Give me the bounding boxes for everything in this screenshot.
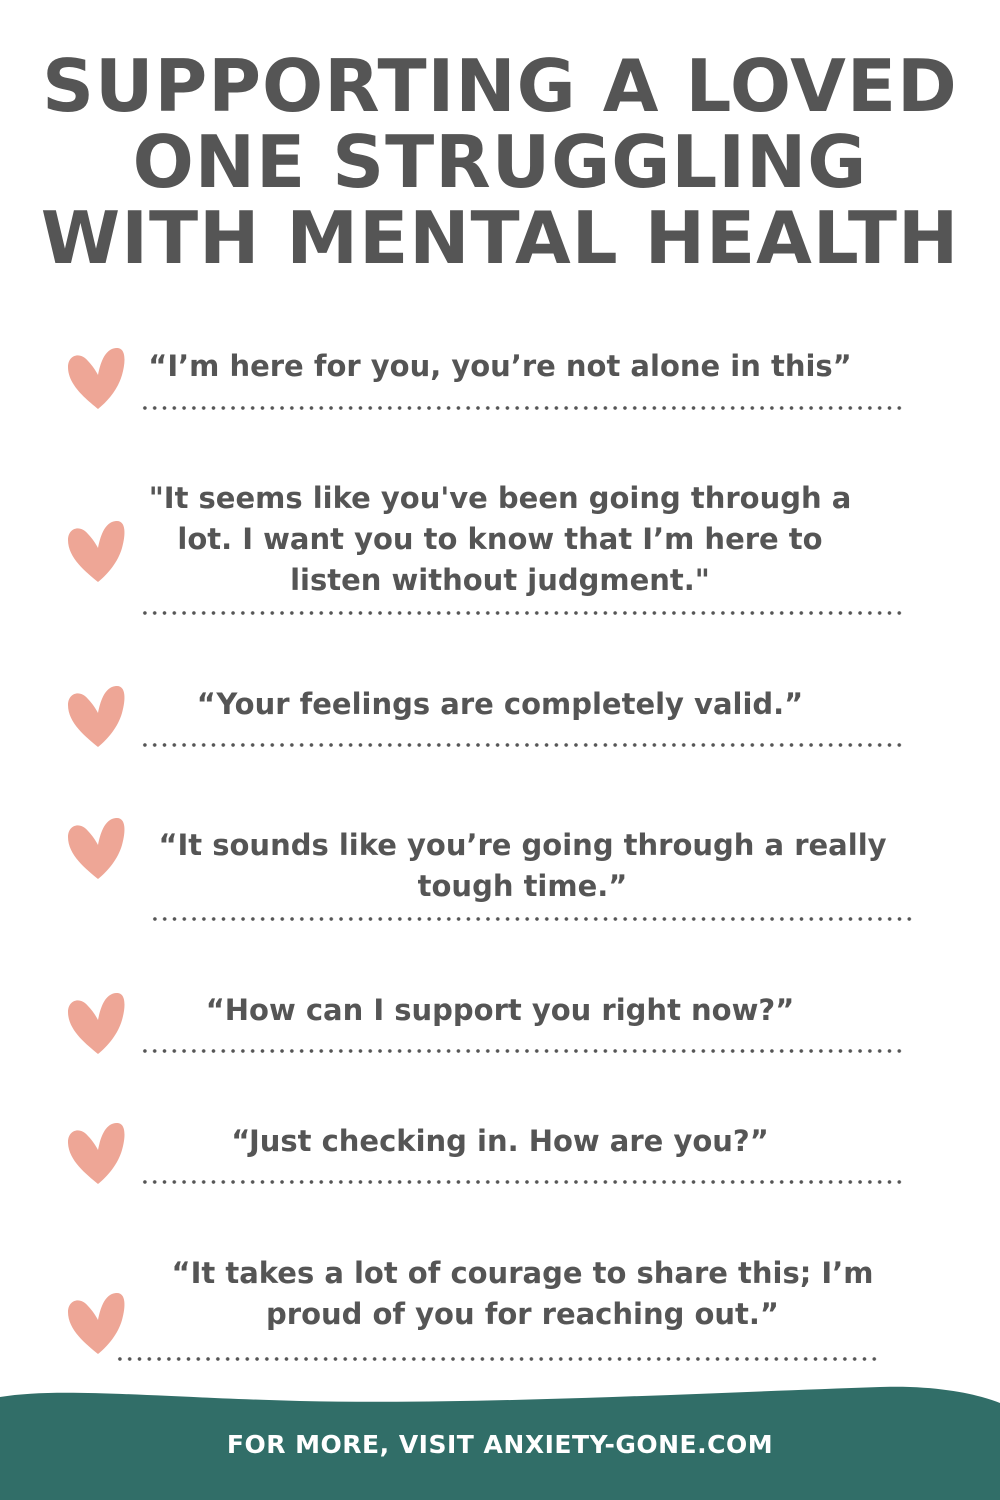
heart-icon — [68, 347, 125, 409]
dotted-divider — [140, 610, 905, 616]
dotted-divider — [140, 1179, 905, 1185]
page-title: SUPPORTING A LOVED ONE STRUGGLING WITH M… — [0, 48, 1000, 276]
footer-link-text[interactable]: FOR MORE, VISIT ANXIETY-GONE.COM — [226, 1430, 774, 1459]
title-line: SUPPORTING A LOVED — [42, 44, 958, 128]
dotted-divider — [140, 405, 905, 411]
title-line: WITH MENTAL HEALTH — [40, 196, 960, 280]
wave-shape — [0, 1386, 1000, 1500]
dotted-divider — [140, 1048, 905, 1054]
footer-banner — [0, 1375, 1000, 1500]
quote-text: “It sounds like you’re going through a r… — [158, 828, 887, 903]
dotted-divider — [115, 1356, 880, 1362]
quote-text: "It seems like you've been going through… — [148, 481, 852, 597]
quote-text: “How can I support you right now?” — [205, 993, 795, 1027]
dotted-divider — [140, 742, 905, 748]
quote-text: “It takes a lot of courage to share this… — [171, 1256, 874, 1331]
dotted-divider — [150, 916, 915, 922]
heart-icon — [68, 685, 125, 747]
title-line: ONE STRUGGLING — [132, 120, 868, 204]
heart-icon — [68, 520, 125, 582]
heart-icon — [68, 817, 125, 879]
quote-text: “Just checking in. How are you?” — [231, 1124, 769, 1158]
heart-icon — [68, 1122, 125, 1184]
heart-icon — [68, 992, 125, 1054]
quote-text: “I’m here for you, you’re not alone in t… — [148, 349, 852, 383]
heart-icon — [68, 1292, 125, 1354]
quote-text: “Your feelings are completely valid.” — [196, 687, 804, 721]
